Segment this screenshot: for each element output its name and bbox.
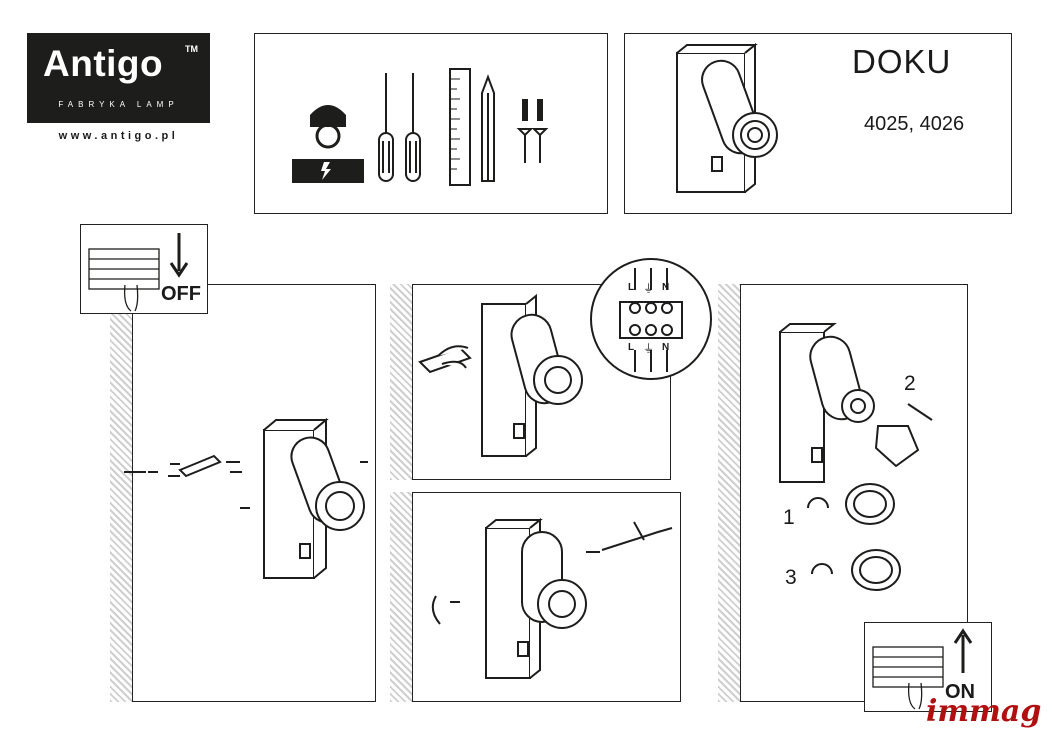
power-off-label: OFF [161, 283, 201, 305]
wall-texture [390, 284, 413, 480]
pencil-icon [481, 74, 495, 182]
terminal-neutral-top: N [662, 282, 670, 293]
product-name: DOKU [852, 43, 952, 80]
wall-plug-icon [522, 99, 543, 121]
bulb-illustration [779, 323, 933, 591]
mounting-illustration [124, 417, 368, 579]
product-codes: 4025, 4026 [864, 113, 965, 135]
wiring-illustration [418, 293, 583, 457]
ruler-icon [449, 68, 471, 186]
power-on-panel: ON [864, 622, 992, 712]
screwdriver-flat-icon [378, 73, 394, 182]
power-on-label: ON [945, 681, 975, 703]
trademark: TM [185, 44, 198, 54]
terminal-block-detail: L ⏚ N L ⏚ N [590, 258, 712, 380]
brand-name: Antigo [43, 43, 164, 84]
tools-illustration [292, 68, 549, 186]
wall-texture [718, 284, 741, 702]
arrow-down-icon [169, 233, 189, 278]
brand-url: www.antigo.pl [58, 130, 179, 142]
terminal-earth-top: ⏚ [643, 283, 654, 295]
step-number-2: 2 [904, 372, 916, 395]
terminal-neutral-bottom: N [662, 342, 670, 353]
fuse-box-icon [88, 248, 160, 312]
product-illustration [676, 42, 778, 193]
terminal-earth-bottom: ⏚ [643, 343, 654, 355]
screw-icon [516, 128, 549, 163]
wall-texture [110, 300, 133, 702]
electrician-icon [292, 105, 364, 183]
wall-texture [390, 492, 413, 702]
power-off-panel: OFF [80, 224, 208, 314]
screwdriver-cross-icon [405, 73, 421, 182]
terminal-live-bottom: L [628, 342, 635, 353]
brand-logo: Antigo TM FABRYKA LAMP [27, 33, 210, 123]
terminal-live-top: L [628, 282, 635, 293]
step-number-1: 1 [783, 506, 795, 529]
watermark: immag [926, 694, 1042, 729]
terminal-block-icon [619, 268, 683, 372]
fixing-illustration [431, 517, 673, 679]
fuse-box-icon [872, 646, 944, 710]
arrow-up-icon [953, 628, 973, 673]
brand-subtitle: FABRYKA LAMP [58, 100, 179, 109]
step-number-3: 3 [785, 566, 797, 589]
